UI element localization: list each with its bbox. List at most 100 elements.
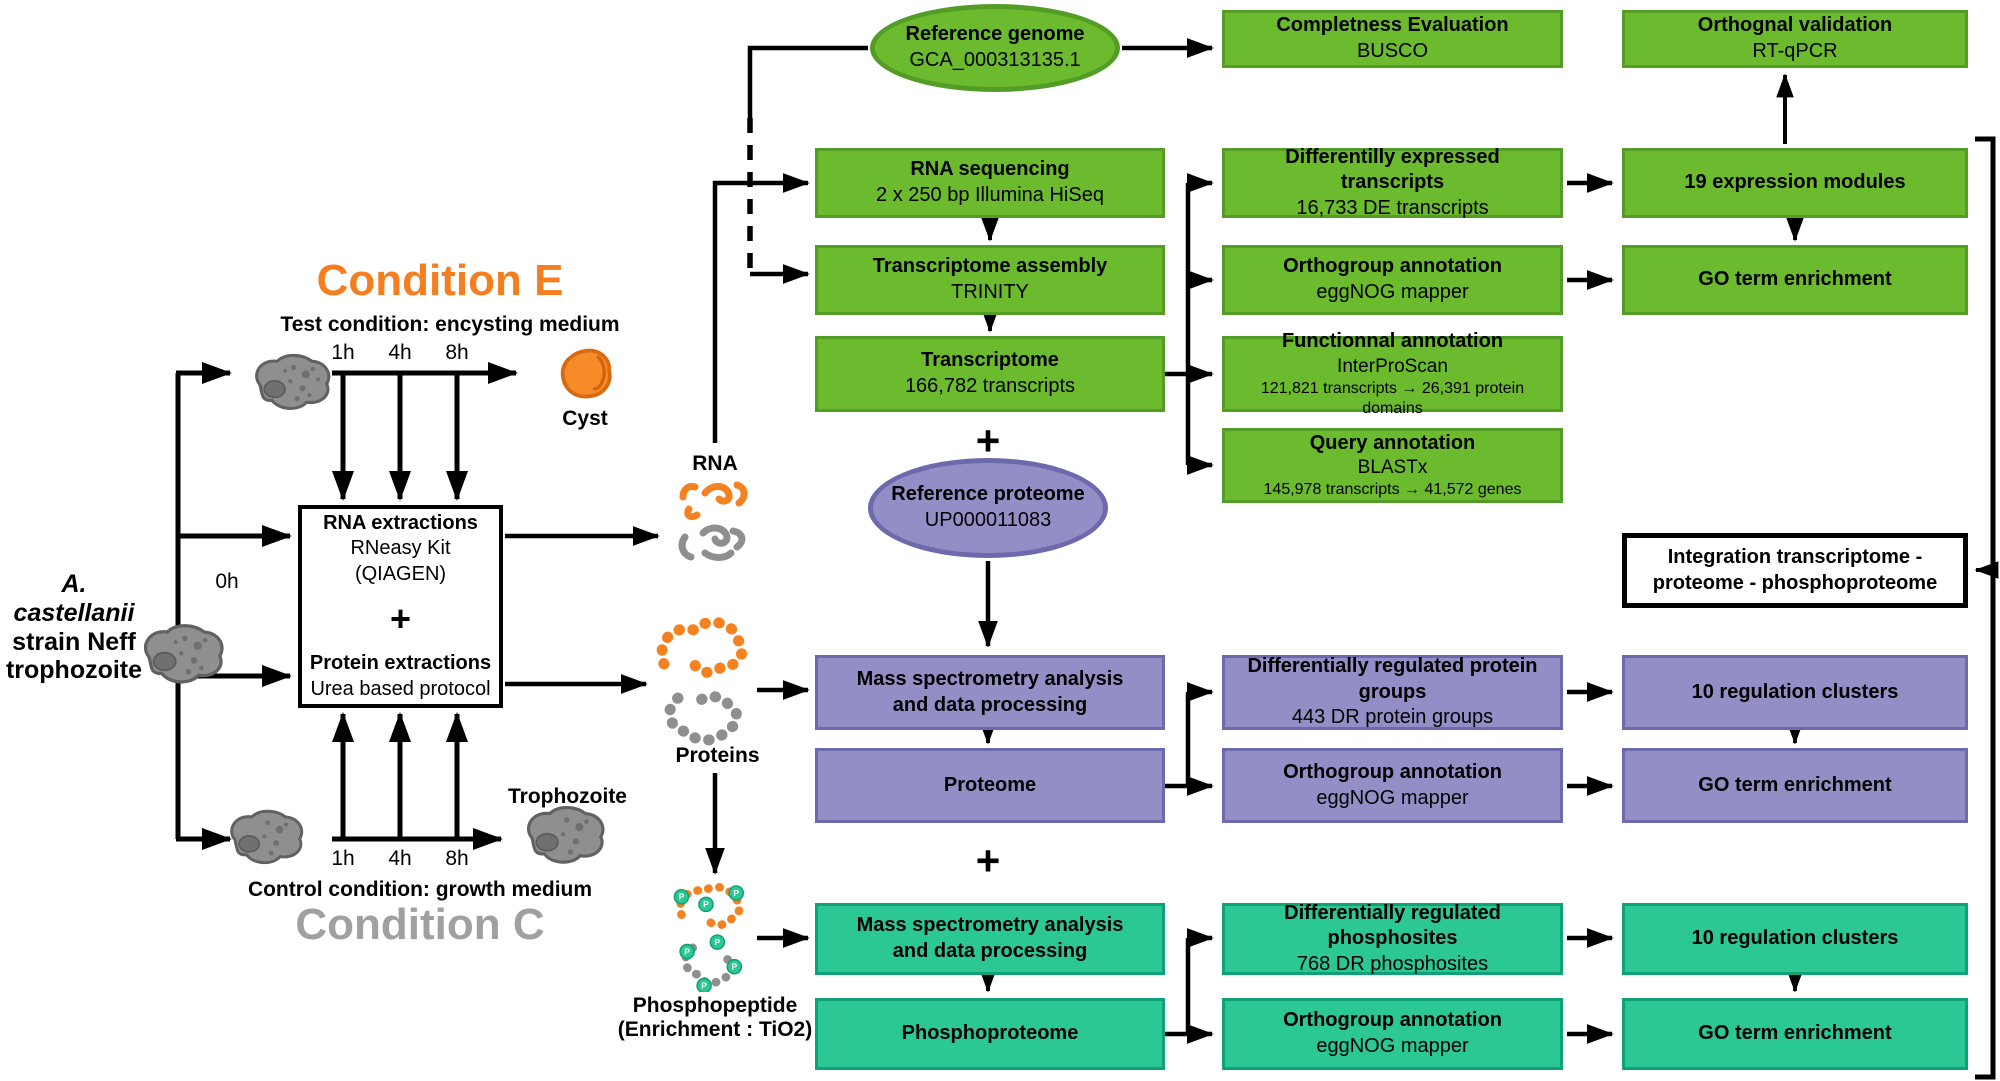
extraction-plus: + [389,598,412,640]
box-subtitle: 16,733 DE transcripts [1296,196,1489,219]
box-subtitle: 443 DR protein groups [1291,706,1494,729]
box-go-enrichment-purple: GO term enrichment [1622,748,1968,823]
condition-e-subtitle: Test condition: encysting medium [280,313,620,336]
genome-elbow-line [747,45,868,118]
box-subtitle: GCA_000313135.1 [909,49,1081,71]
plus-proteome-phospho: + [975,837,1001,884]
cyst-label: Cyst [562,407,608,430]
box-dr-protein-groups: Differentially regulated protein groups … [1222,655,1563,730]
timeline-e [332,361,519,502]
integration-arrows [1974,136,1999,1080]
box-title: Orthogroup annotation [1283,760,1502,783]
box-title: Orthogroup annotation [1283,1009,1502,1032]
arrow-rna-to-sequencing [712,173,810,443]
organism-strain: strain Neff [12,627,136,656]
phosphate-p-icons: P P P P P P P [673,885,745,992]
box-title: Functionnal annotation [1281,330,1504,353]
box-completeness-busco: Completness Evaluation BUSCO [1222,10,1563,68]
svg-text:P: P [731,962,737,972]
box-de-transcripts: Differentilly expressed transcripts 16,7… [1222,146,1563,219]
box-mass-spec-proteome: Mass spectrometry analysis and data proc… [815,655,1165,730]
box-title: Phosphoproteome [901,1022,1079,1045]
box-title-line2: proteome - phosphoproteome [1652,571,1938,594]
amoeba-icon [143,624,224,684]
protein-extraction-title: Protein extractions [309,652,492,675]
box-title-line1: Integration transcriptome - [1667,545,1923,568]
box-query-annotation: Query annotation BLASTx 145,978 transcri… [1222,428,1563,503]
rna-sample-label: RNA [692,452,738,475]
proteomics-arrows [978,561,1804,796]
box-subtitle: 768 DR phosphosites [1296,952,1489,975]
box-subtitle: BUSCO [1356,40,1429,62]
box-detail: 121,821 transcripts → 26,391 protein dom… [1260,379,1525,417]
box-dr-phosphosites: Differentially regulated phosphosites 76… [1222,901,1563,975]
amoeba-icon [526,806,605,864]
box-phosphoproteome: Phosphoproteome [815,998,1165,1070]
timepoint-c-8h: 8h [445,847,469,870]
box-title: 19 expression modules [1684,171,1906,194]
box-title: Differentially regulated phosphosites [1284,901,1501,950]
box-orthogroup-teal: Orthogroup annotation eggNOG mapper [1222,998,1563,1070]
phospho-label-line1: Phosphopeptide [632,994,798,1017]
svg-text:P: P [701,980,707,990]
box-orthogroup-green: Orthogroup annotation eggNOG mapper [1222,245,1563,315]
box-title: GO term enrichment [1698,1022,1892,1045]
phospho-sample-label: Phosphopeptide (Enrichment : TiO2) [600,994,830,1042]
trunk-arrows [175,361,293,850]
box-title: GO term enrichment [1698,773,1892,796]
box-title: Orthognal validation [1697,14,1893,37]
condition-e-title: Condition E [316,256,564,305]
box-title: GO term enrichment [1698,268,1892,291]
protein-extraction-method: Urea based protocol [310,677,491,700]
box-title: 10 regulation clusters [1691,927,1899,950]
svg-text:P: P [679,892,685,902]
box-integration: Integration transcriptome - proteome - p… [1622,533,1968,608]
svg-text:P: P [703,899,709,909]
time-zero-label: 0h [215,570,239,593]
box-mass-spec-phospho: Mass spectrometry analysis and data proc… [815,903,1165,975]
box-detail: 145,978 transcripts → 41,572 genes [1263,481,1522,499]
box-title: Orthogroup annotation [1283,255,1502,278]
box-subtitle: and data processing [892,940,1088,962]
organism-stage: trophozoite [5,656,143,685]
rna-icon [678,481,748,561]
timepoint-e-4h: 4h [388,341,412,364]
extraction-box: RNA extractions RNeasy Kit (QIAGEN) + Pr… [298,505,503,708]
box-subtitle: 166,782 transcripts [904,375,1076,397]
box-title: Query annotation [1309,431,1476,454]
box-title: RNA sequencing [910,158,1070,181]
timepoint-e-1h: 1h [331,341,355,364]
plus-transcriptome-proteome: + [975,417,1001,464]
box-subtitle: eggNOG mapper [1316,281,1469,303]
timeline-c [331,711,504,850]
box-title: Mass spectrometry analysis [856,667,1124,690]
box-proteome: Proteome [815,748,1165,823]
svg-text:P: P [714,937,720,947]
box-expression-modules: 19 expression modules [1622,148,1968,218]
transcriptomics-arrows [747,38,1804,475]
box-subtitle: RT-qPCR [1752,40,1838,62]
organism-name: A. castellanii [13,570,135,627]
box-subtitle: BLASTx [1357,457,1428,479]
box-orthogonal-validation: Orthognal validation RT-qPCR [1622,10,1968,68]
amoeba-icon [230,809,304,865]
proteins-sample-label: Proteins [675,744,760,767]
rna-extraction-title: RNA extractions [323,511,478,534]
timepoint-c-4h: 4h [388,847,412,870]
box-title: 10 regulation clusters [1691,680,1899,703]
box-title: Transcriptome [921,349,1059,372]
box-subtitle: eggNOG mapper [1316,1035,1469,1057]
box-go-enrichment-green: GO term enrichment [1622,245,1968,315]
organism-label: A. castellanii strain Neff trophozoite [0,570,148,685]
rna-extraction-method: RNeasy Kit (QIAGEN) [350,537,451,585]
proteins-icon [656,616,748,746]
box-transcriptome: Transcriptome 166,782 transcripts [815,336,1165,412]
reference-proteome-ellipse: Reference proteome UP000011083 [868,458,1108,558]
phosphopeptide-icon: P P P P P P P [673,882,745,992]
box-functional-annotation: Functionnal annotation InterProScan 121,… [1222,330,1563,417]
box-subtitle: and data processing [892,693,1088,716]
box-orthogroup-purple: Orthogroup annotation eggNOG mapper [1222,748,1563,823]
box-go-enrichment-teal: GO term enrichment [1622,998,1968,1070]
phospho-label-line2: (Enrichment : TiO2) [617,1018,813,1042]
